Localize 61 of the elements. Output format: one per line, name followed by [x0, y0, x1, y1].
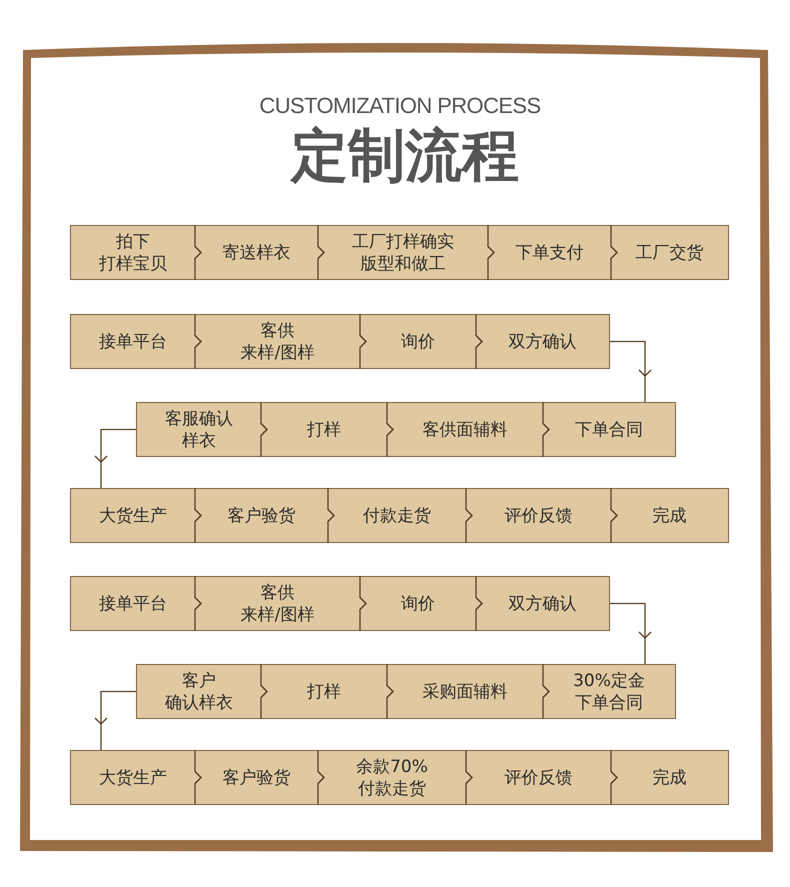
- process-step: 询价: [360, 576, 476, 631]
- process-step: 打样: [261, 402, 387, 457]
- chevron-arrow: [260, 664, 268, 720]
- process-step: 大货生产: [70, 750, 195, 805]
- chevron-arrow: [610, 225, 618, 281]
- chevron-arrow: [610, 488, 618, 544]
- process-step: 双方确认: [476, 576, 610, 631]
- process-step: 大货生产: [70, 488, 195, 543]
- chevron-arrow: [542, 664, 550, 720]
- subheading: CUSTOMIZATION PROCESS: [259, 95, 541, 117]
- process-step: 30%定金下单合同: [543, 664, 676, 719]
- chevron-arrow: [317, 750, 325, 806]
- chevron-arrow: [386, 664, 394, 720]
- chevron-arrow: [194, 750, 202, 806]
- process-step: 客服确认样衣: [136, 402, 261, 457]
- chevron-arrow: [317, 225, 325, 281]
- process-step: 接单平台: [70, 314, 195, 369]
- connector-arrow: [609, 602, 652, 665]
- process-step: 拍下打样宝贝: [70, 225, 195, 280]
- connector-arrow: [94, 428, 137, 489]
- chevron-arrow: [359, 314, 367, 370]
- chevron-arrow: [194, 488, 202, 544]
- process-step: 评价反馈: [466, 488, 611, 543]
- chevron-arrow: [327, 488, 335, 544]
- chevron-arrow: [475, 314, 483, 370]
- connector-arrow: [94, 690, 137, 751]
- connector-arrow: [609, 340, 652, 403]
- process-step: 下单支付: [488, 225, 611, 280]
- process-step: 评价反馈: [466, 750, 611, 805]
- process-step: 客户验货: [195, 488, 328, 543]
- chevron-arrow: [475, 576, 483, 632]
- process-step: 下单合同: [543, 402, 676, 457]
- chevron-arrow: [260, 402, 268, 458]
- chevron-arrow: [610, 750, 618, 806]
- process-step: 客供来样/图样: [195, 576, 360, 631]
- chevron-arrow: [194, 225, 202, 281]
- process-step: 双方确认: [476, 314, 610, 369]
- process-step: 客供来样/图样: [195, 314, 360, 369]
- chevron-arrow: [194, 314, 202, 370]
- chevron-arrow: [194, 576, 202, 632]
- process-step: 询价: [360, 314, 476, 369]
- process-step: 完成: [611, 488, 729, 543]
- chevron-arrow: [542, 402, 550, 458]
- chevron-arrow: [487, 225, 495, 281]
- chevron-arrow: [465, 488, 473, 544]
- chevron-arrow: [386, 402, 394, 458]
- chevron-arrow: [359, 576, 367, 632]
- process-step: 采购面辅料: [387, 664, 543, 719]
- process-step: 余款70%付款走货: [318, 750, 466, 805]
- process-step: 完成: [611, 750, 729, 805]
- process-step: 工厂交货: [611, 225, 729, 280]
- chevron-arrow: [465, 750, 473, 806]
- process-step: 客户验货: [195, 750, 318, 805]
- process-step: 接单平台: [70, 576, 195, 631]
- process-step: 客户确认样衣: [136, 664, 261, 719]
- process-step: 寄送样衣: [195, 225, 318, 280]
- process-step: 打样: [261, 664, 387, 719]
- process-step: 工厂打样确实版型和做工: [318, 225, 488, 280]
- heading: 定制流程: [291, 126, 519, 186]
- process-step: 付款走货: [328, 488, 466, 543]
- process-step: 客供面辅料: [387, 402, 543, 457]
